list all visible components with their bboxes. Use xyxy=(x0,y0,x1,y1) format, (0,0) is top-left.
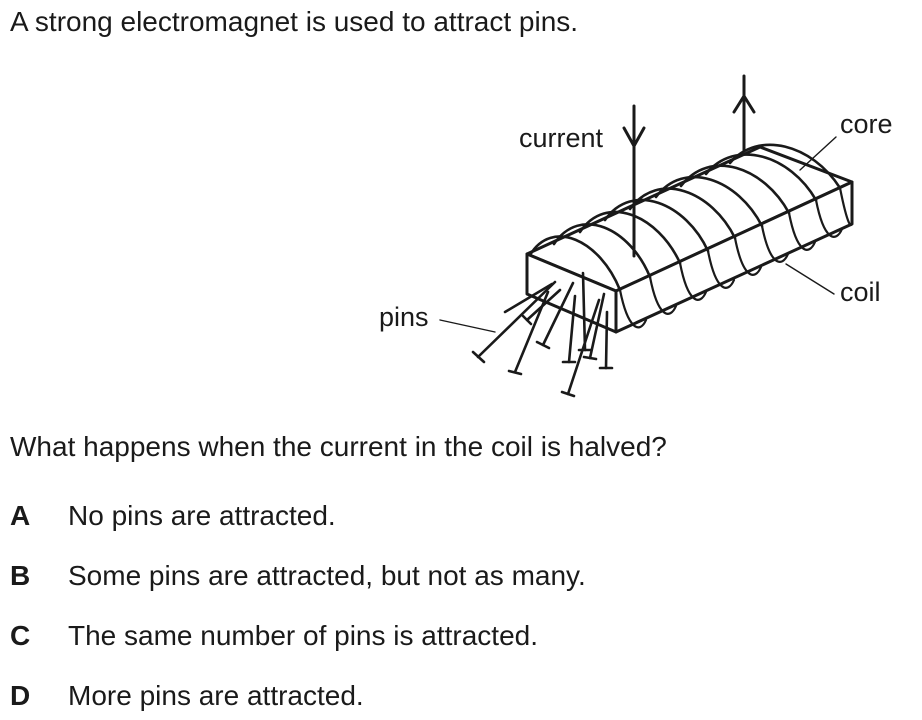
option-b[interactable]: B Some pins are attracted, but not as ma… xyxy=(10,560,586,592)
coil-leader xyxy=(785,263,835,295)
electromagnet-diagram: current core coil pins xyxy=(379,74,893,398)
option-c-letter: C xyxy=(10,620,31,651)
pins-leader xyxy=(439,319,496,333)
coil-label: coil xyxy=(840,277,881,307)
pins xyxy=(471,271,614,398)
core-label: core xyxy=(840,109,893,139)
option-a-letter: A xyxy=(10,500,31,531)
option-a-text: No pins are attracted. xyxy=(68,500,336,531)
option-d-letter: D xyxy=(10,680,31,711)
core-leader xyxy=(799,136,837,171)
current-label: current xyxy=(519,123,604,153)
option-d[interactable]: D More pins are attracted. xyxy=(10,680,364,712)
option-c-text: The same number of pins is attracted. xyxy=(68,620,538,651)
pins-label: pins xyxy=(379,302,429,332)
intro-text: A strong electromagnet is used to attrac… xyxy=(10,6,579,37)
current-in-arrow xyxy=(622,126,646,148)
current-out-arrow xyxy=(732,94,756,114)
option-b-letter: B xyxy=(10,560,31,591)
option-a[interactable]: A No pins are attracted. xyxy=(10,500,336,532)
option-d-text: More pins are attracted. xyxy=(68,680,364,711)
coil-turns xyxy=(528,143,854,329)
option-c[interactable]: C The same number of pins is attracted. xyxy=(10,620,538,652)
question-text: What happens when the current in the coi… xyxy=(10,431,667,462)
option-b-text: Some pins are attracted, but not as many… xyxy=(68,560,586,591)
